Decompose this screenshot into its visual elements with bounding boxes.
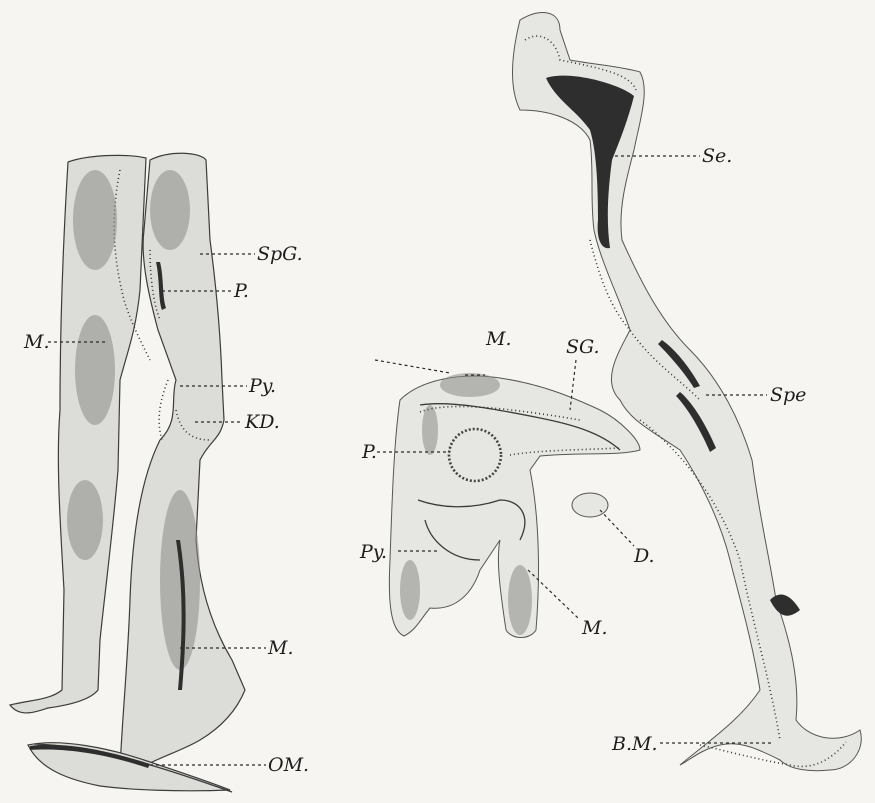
label-kd: KD. xyxy=(244,411,280,433)
label-m-right-upper: M. xyxy=(485,328,512,350)
label-p-left: P. xyxy=(233,280,249,302)
label-bm: B.M. xyxy=(611,733,658,755)
label-d: D. xyxy=(633,545,655,567)
label-m-left-upper: M. xyxy=(23,331,50,353)
label-spg: SpG. xyxy=(257,243,303,265)
label-m-left-lower: M. xyxy=(267,637,294,659)
label-py-right: Py. xyxy=(359,541,387,563)
right-upper-body xyxy=(513,13,862,771)
left-section xyxy=(10,153,245,792)
label-spe: Spe xyxy=(770,384,806,406)
label-p-right: P. xyxy=(361,441,377,463)
label-py-left: Py. xyxy=(248,375,276,397)
label-om: OM. xyxy=(268,754,309,776)
duct-bulb xyxy=(572,493,608,517)
label-m-right-lower: M. xyxy=(581,617,608,639)
label-sg: SG. xyxy=(566,336,600,358)
label-se: Se. xyxy=(702,145,732,167)
